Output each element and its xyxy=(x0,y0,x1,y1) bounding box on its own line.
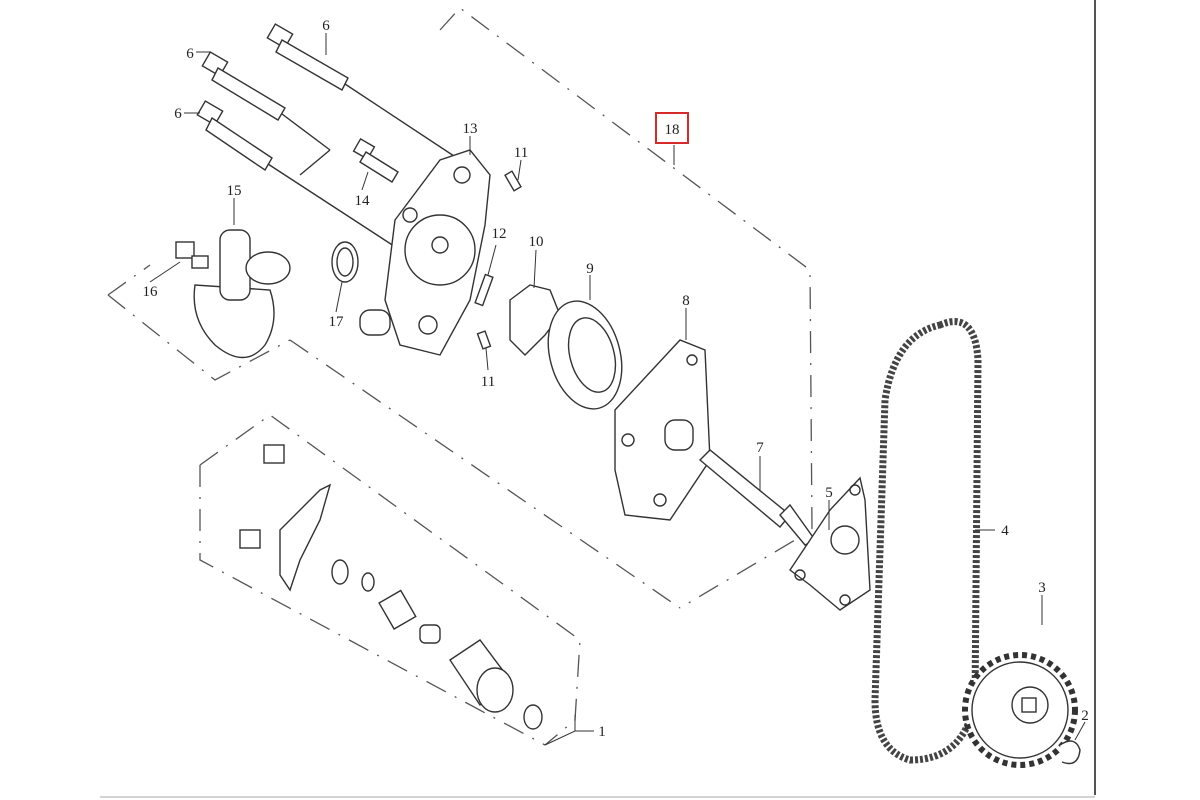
callout-9: 9 xyxy=(586,261,594,277)
relief-valve-1 xyxy=(239,444,543,730)
callout-15: 15 xyxy=(227,183,242,199)
filter-housing-15 xyxy=(193,229,291,359)
chain-4 xyxy=(871,318,982,764)
callout-10: 10 xyxy=(529,234,544,250)
gasket-5 xyxy=(789,476,871,611)
callout-6-top: 6 xyxy=(322,18,330,34)
callout-8: 8 xyxy=(682,293,690,309)
pin-12 xyxy=(474,273,494,307)
callout-17: 17 xyxy=(329,314,345,330)
pin-11-bottom xyxy=(476,330,492,350)
assembly-outline-18 xyxy=(107,7,813,609)
callout-6-low: 6 xyxy=(174,106,182,122)
callout-3: 3 xyxy=(1038,580,1046,596)
callout-5: 5 xyxy=(825,485,833,501)
callout-11-top: 11 xyxy=(514,145,528,161)
pump-body-13 xyxy=(359,149,491,356)
highlight-box-18 xyxy=(655,112,689,144)
callout-18[interactable]: 18 xyxy=(665,122,680,138)
callout-4: 4 xyxy=(1001,523,1009,539)
circlip-2 xyxy=(1059,740,1081,765)
bolt-14 xyxy=(352,137,399,183)
outer-rotor-9 xyxy=(547,300,623,410)
assembly-outline-1 xyxy=(199,414,581,746)
shaft-7 xyxy=(698,449,817,546)
callout-7: 7 xyxy=(756,440,764,456)
bolt-6-top xyxy=(266,23,461,161)
callout-16: 16 xyxy=(143,284,159,300)
o-ring-17 xyxy=(331,241,359,283)
callout-11-bottom: 11 xyxy=(481,374,495,390)
callout-1: 1 xyxy=(598,724,606,740)
filter-bolt-16 xyxy=(175,241,209,269)
callout-2: 2 xyxy=(1081,708,1089,724)
callout-6-mid: 6 xyxy=(186,46,194,62)
sprocket-3 xyxy=(962,652,1078,768)
callout-13: 13 xyxy=(463,121,478,137)
cover-plate-8 xyxy=(614,339,711,521)
bolt-6-low xyxy=(196,100,401,251)
bolt-6-mid xyxy=(201,51,331,176)
callout-14: 14 xyxy=(355,193,371,209)
callout-12: 12 xyxy=(492,226,507,242)
pin-11-top xyxy=(504,170,522,192)
leader-lines xyxy=(149,33,1086,746)
